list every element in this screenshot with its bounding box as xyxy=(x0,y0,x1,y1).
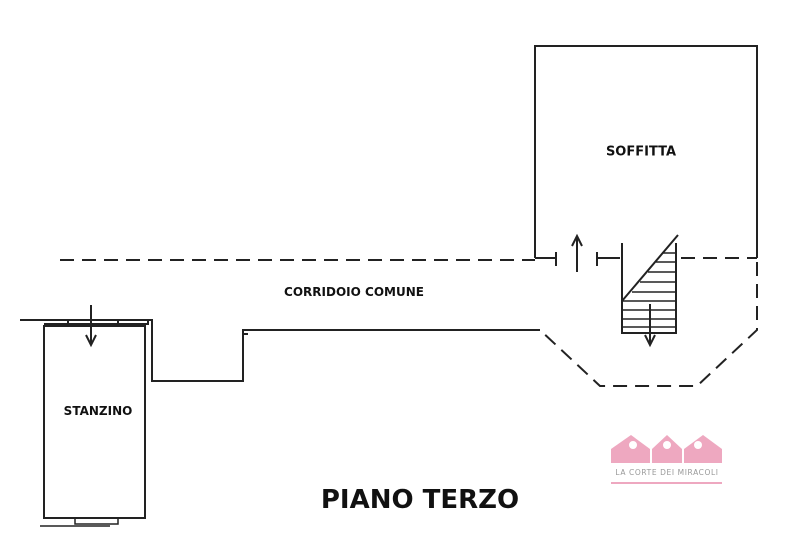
soffitta-walls xyxy=(534,45,758,258)
logo-icon xyxy=(611,435,722,484)
floor-title: PIANO TERZO xyxy=(320,485,520,515)
room-label-corridoio: CORRIDOIO COMUNE xyxy=(284,285,424,299)
room-label-stanzino: STANZINO xyxy=(63,404,133,418)
arrow-up-icon xyxy=(571,233,583,272)
stanzino-top-wall xyxy=(44,320,149,326)
room-label-soffitta: SOFFITTA xyxy=(605,144,677,160)
arrow-down-icon xyxy=(85,305,97,348)
arrow-down-icon xyxy=(644,304,656,348)
corridor-dashed-boundary xyxy=(539,262,758,387)
door-symbol xyxy=(555,252,598,266)
stanzino-walls xyxy=(43,325,146,519)
corridor-wall xyxy=(20,319,540,382)
corridor-dashed-line xyxy=(60,257,757,261)
logo-text: LA CORTE DEI MIRACOLI xyxy=(615,468,719,477)
stanzino-bottom-detail xyxy=(40,518,119,527)
